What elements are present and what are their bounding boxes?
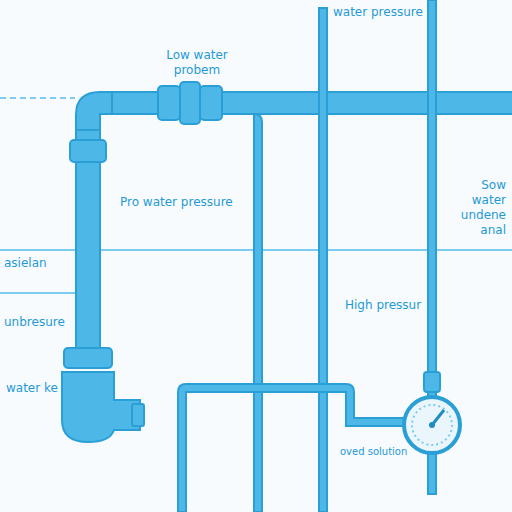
gauge-pivot (429, 422, 435, 428)
pipe-label: Low water probem (150, 48, 244, 78)
pipe-label: water pressure (331, 5, 425, 20)
pipe-label: Sow water undene anal (446, 178, 508, 238)
fitting (180, 82, 200, 124)
valve-outlet (132, 404, 144, 426)
thin-pipe (428, 0, 436, 398)
valve-nut (64, 348, 112, 368)
pipe-label: oved solution (338, 446, 409, 459)
thin-pipe (254, 114, 262, 512)
pipe-label: High pressur (343, 298, 423, 313)
fitting (158, 86, 180, 120)
guide-line (0, 292, 75, 294)
pipe-label: asielan (2, 256, 49, 271)
gauge-fitting (424, 372, 440, 392)
thin-pipe (319, 8, 327, 512)
fitting (200, 86, 222, 120)
thin-pipe (428, 452, 436, 494)
pipe-label: water ke (4, 381, 60, 396)
gauge-scale (412, 405, 452, 445)
pipe-label: unbresure (2, 315, 67, 330)
elbow (76, 92, 112, 130)
dashed-line (0, 97, 75, 99)
pipe-coupling (70, 140, 106, 162)
valve-body (62, 372, 140, 442)
pipe-label: Pro water pressure (118, 195, 235, 210)
pressure-gauge (404, 397, 460, 453)
